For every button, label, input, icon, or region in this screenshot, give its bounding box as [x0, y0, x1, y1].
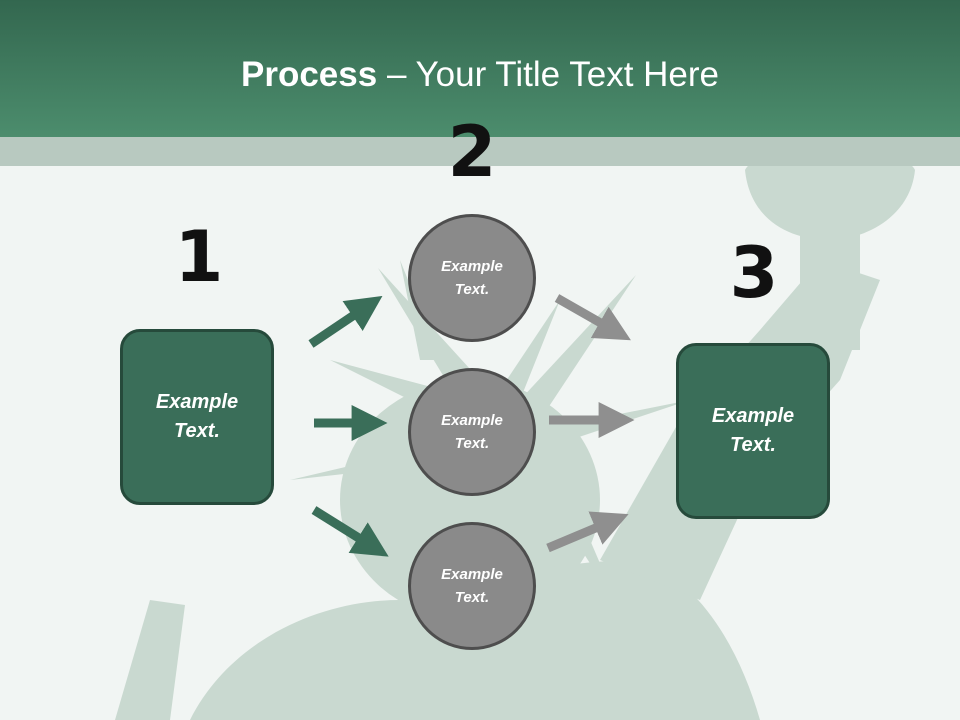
circle-label-top: Example Text.: [441, 258, 503, 298]
circle-label-bottom: Example Text.: [441, 566, 503, 606]
title-underline-band: [0, 137, 960, 166]
step-number-1: 1: [174, 216, 224, 298]
arrow-right-icon: [554, 294, 631, 341]
title-bar: [0, 0, 960, 137]
arrow-right-icon: [546, 511, 629, 553]
right-process-box: Example Text.: [676, 343, 830, 519]
circle-step-top: Example Text.: [408, 214, 536, 342]
circle-step-bottom: Example Text.: [408, 522, 536, 650]
page-title: Process – Your Title Text Here: [0, 52, 960, 98]
title-bold: Process: [241, 55, 378, 94]
step-number-3: 3: [729, 232, 779, 314]
title-rest: – Your Title Text Here: [377, 55, 719, 94]
left-process-box: Example Text.: [120, 329, 274, 505]
arrow-right-icon: [311, 506, 389, 557]
step-number-2: 2: [447, 111, 497, 193]
left-box-label: Example Text.: [155, 391, 239, 442]
circle-label-middle: Example Text.: [441, 412, 503, 452]
right-box-label: Example Text.: [711, 405, 795, 456]
circle-step-middle: Example Text.: [408, 368, 536, 496]
arrow-right-icon: [308, 295, 383, 348]
